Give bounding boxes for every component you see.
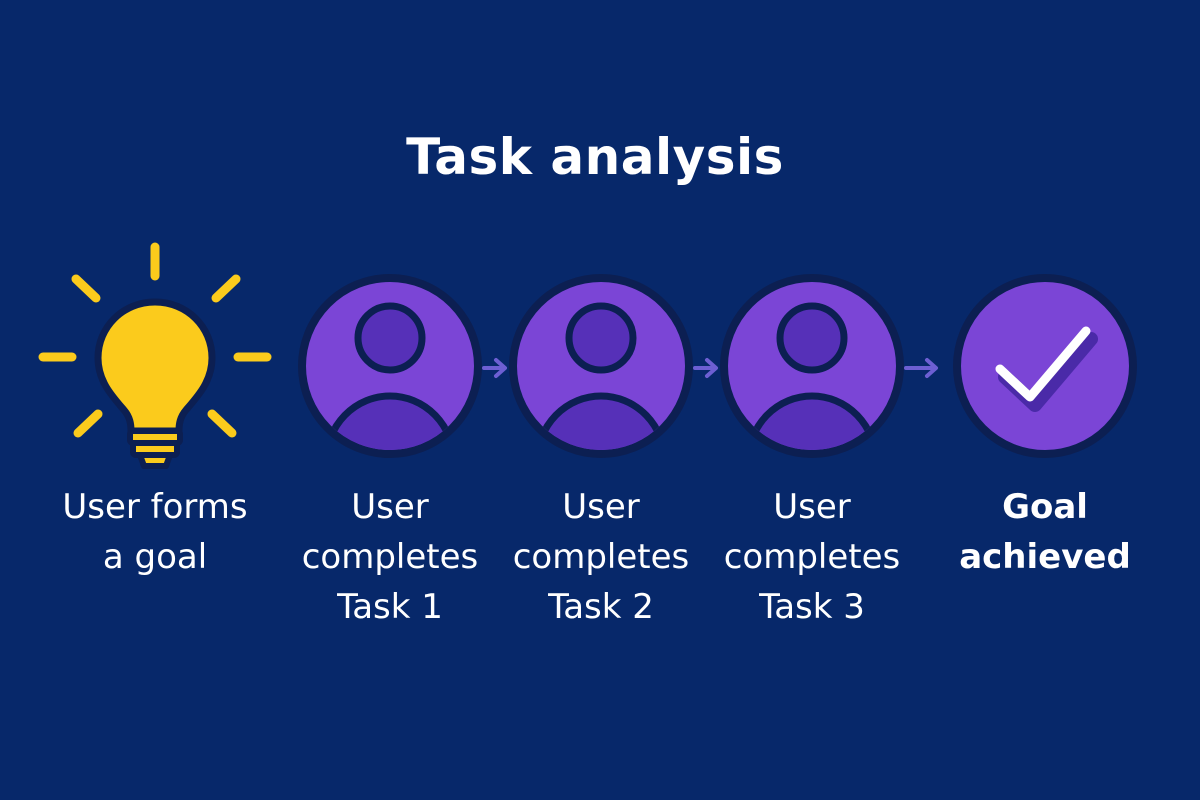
bulb-ray bbox=[211, 274, 241, 303]
arrow-icon bbox=[482, 358, 507, 378]
bulb-ray bbox=[207, 409, 237, 438]
user-icon bbox=[720, 274, 904, 458]
user-icon bbox=[509, 274, 693, 458]
page-title: Task analysis bbox=[406, 128, 784, 186]
bulb-ray bbox=[71, 274, 101, 303]
arrow-icon bbox=[693, 358, 718, 378]
bulb-tip bbox=[137, 452, 173, 469]
bulb-ray bbox=[73, 409, 103, 438]
person-body bbox=[533, 392, 669, 450]
person-head bbox=[565, 302, 637, 374]
person-body bbox=[322, 392, 458, 450]
lightbulb-icon bbox=[38, 242, 272, 469]
person-body bbox=[744, 392, 880, 450]
step-label-task-2: User completes Task 2 bbox=[512, 487, 690, 627]
step-label-task-1: User completes Task 1 bbox=[301, 487, 479, 627]
step-label-goal-achieved: Goal achieved bbox=[959, 487, 1131, 577]
person-head bbox=[776, 302, 848, 374]
arrow-icon bbox=[904, 358, 938, 378]
step-circle bbox=[953, 274, 1137, 458]
person-head bbox=[354, 302, 426, 374]
step-label-task-3: User completes Task 3 bbox=[723, 487, 901, 627]
check-mark bbox=[995, 326, 1091, 402]
step-label-goal-formed: User forms a goal bbox=[62, 487, 248, 577]
checkmark-icon bbox=[953, 274, 1137, 458]
user-icon bbox=[298, 274, 482, 458]
bulb-glass bbox=[94, 298, 216, 435]
